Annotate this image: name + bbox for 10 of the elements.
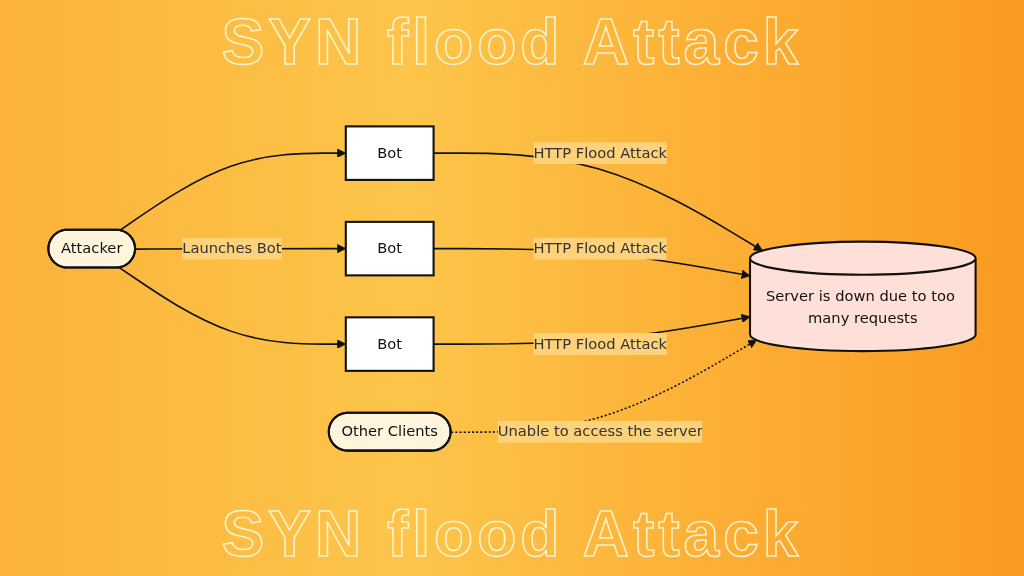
background-heading: SYN flood Attack [221, 5, 803, 80]
edge-label: HTTP Flood Attack [533, 143, 668, 161]
edge-label: Unable to access the server [497, 422, 703, 440]
edge-label: HTTP Flood Attack [533, 334, 668, 352]
node-box: Bot [344, 124, 435, 181]
edge-label: HTTP Flood Attack [533, 239, 668, 256]
background-heading: SYN flood Attack [221, 497, 803, 572]
node-box: Bot [344, 315, 435, 372]
node-box: Bot [344, 220, 435, 276]
edge-label: Launches Bot [182, 239, 282, 256]
